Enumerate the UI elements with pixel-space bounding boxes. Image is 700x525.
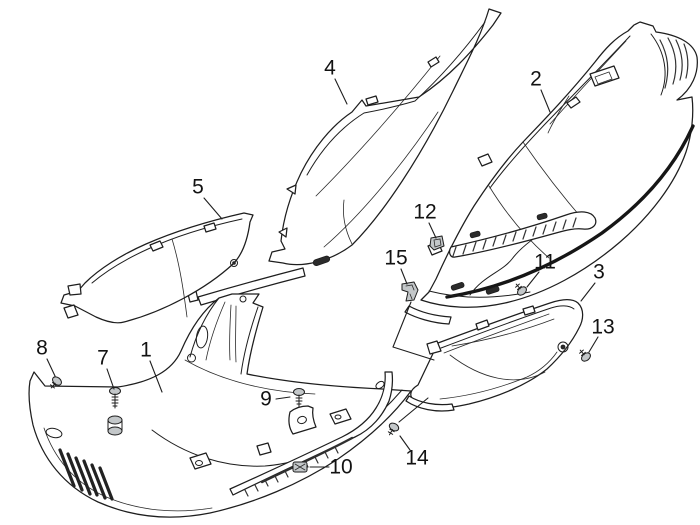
leader-line [580, 282, 596, 302]
part-5-side-cover [60, 212, 254, 324]
part-1-slot [195, 325, 209, 349]
part-3-corner-bracket [426, 340, 442, 355]
leader-lines [46, 78, 599, 468]
leader-line [203, 197, 223, 220]
part-4-tab [427, 56, 440, 68]
leader-line [149, 360, 163, 393]
callout-12[interactable]: 12 [413, 201, 436, 224]
callout-2[interactable]: 2 [530, 68, 542, 91]
part-4-side-panel [187, 8, 502, 306]
callout-11[interactable]: 11 [534, 251, 556, 274]
clip-10 [292, 461, 308, 473]
part-2-lower-tip [404, 305, 452, 325]
part-2-latch [589, 65, 620, 87]
part-2-tail-vents [659, 37, 689, 89]
screw-14 [387, 422, 400, 436]
part-4-tab [365, 95, 379, 106]
callout-4[interactable]: 4 [324, 57, 336, 80]
leader-line [392, 346, 435, 361]
leader-line [392, 301, 412, 348]
screw-13 [579, 349, 591, 362]
leader-line [398, 397, 429, 423]
part-2-sill-trim [449, 211, 597, 258]
callout-10[interactable]: 10 [329, 456, 352, 479]
clip-15 [401, 281, 419, 302]
part-3-lower-cover [405, 299, 584, 412]
hardware [50, 235, 591, 473]
callout-1[interactable]: 1 [140, 339, 152, 362]
callout-7[interactable]: 7 [97, 347, 109, 370]
callout-14[interactable]: 14 [405, 447, 429, 470]
part-2-accent-stripe [445, 124, 695, 299]
callout-13[interactable]: 13 [591, 316, 614, 339]
screw-9 [293, 388, 305, 408]
leader-line [334, 78, 348, 105]
callout-5[interactable]: 5 [192, 176, 204, 199]
part-1-screw-boss [107, 415, 123, 436]
part-1-footboard-panel [28, 293, 412, 518]
leader-line [400, 268, 408, 285]
leader-line [275, 396, 291, 400]
part-1-bracket [189, 452, 212, 470]
floor-trim-strip [229, 371, 393, 497]
leader-line [526, 271, 540, 288]
leader-line [540, 89, 551, 113]
part-4-rubber-pad [312, 255, 331, 267]
screw-11 [515, 283, 527, 296]
leader-line [399, 435, 411, 451]
leader-line [106, 368, 115, 390]
leader-line [46, 358, 56, 377]
callout-8[interactable]: 8 [36, 337, 48, 360]
part-1-bracket [329, 408, 352, 425]
clip-12 [429, 235, 445, 251]
part-1-grille [58, 448, 114, 501]
callout-3[interactable]: 3 [593, 261, 605, 284]
leader-line [428, 222, 437, 239]
callout-9[interactable]: 9 [260, 388, 272, 411]
screw-7 [109, 387, 121, 409]
leader-line [588, 336, 599, 353]
part-2-side-panel [404, 21, 698, 325]
callout-15[interactable]: 15 [384, 247, 407, 270]
screw-8 [50, 376, 62, 389]
part-3-end-cap [405, 395, 455, 412]
